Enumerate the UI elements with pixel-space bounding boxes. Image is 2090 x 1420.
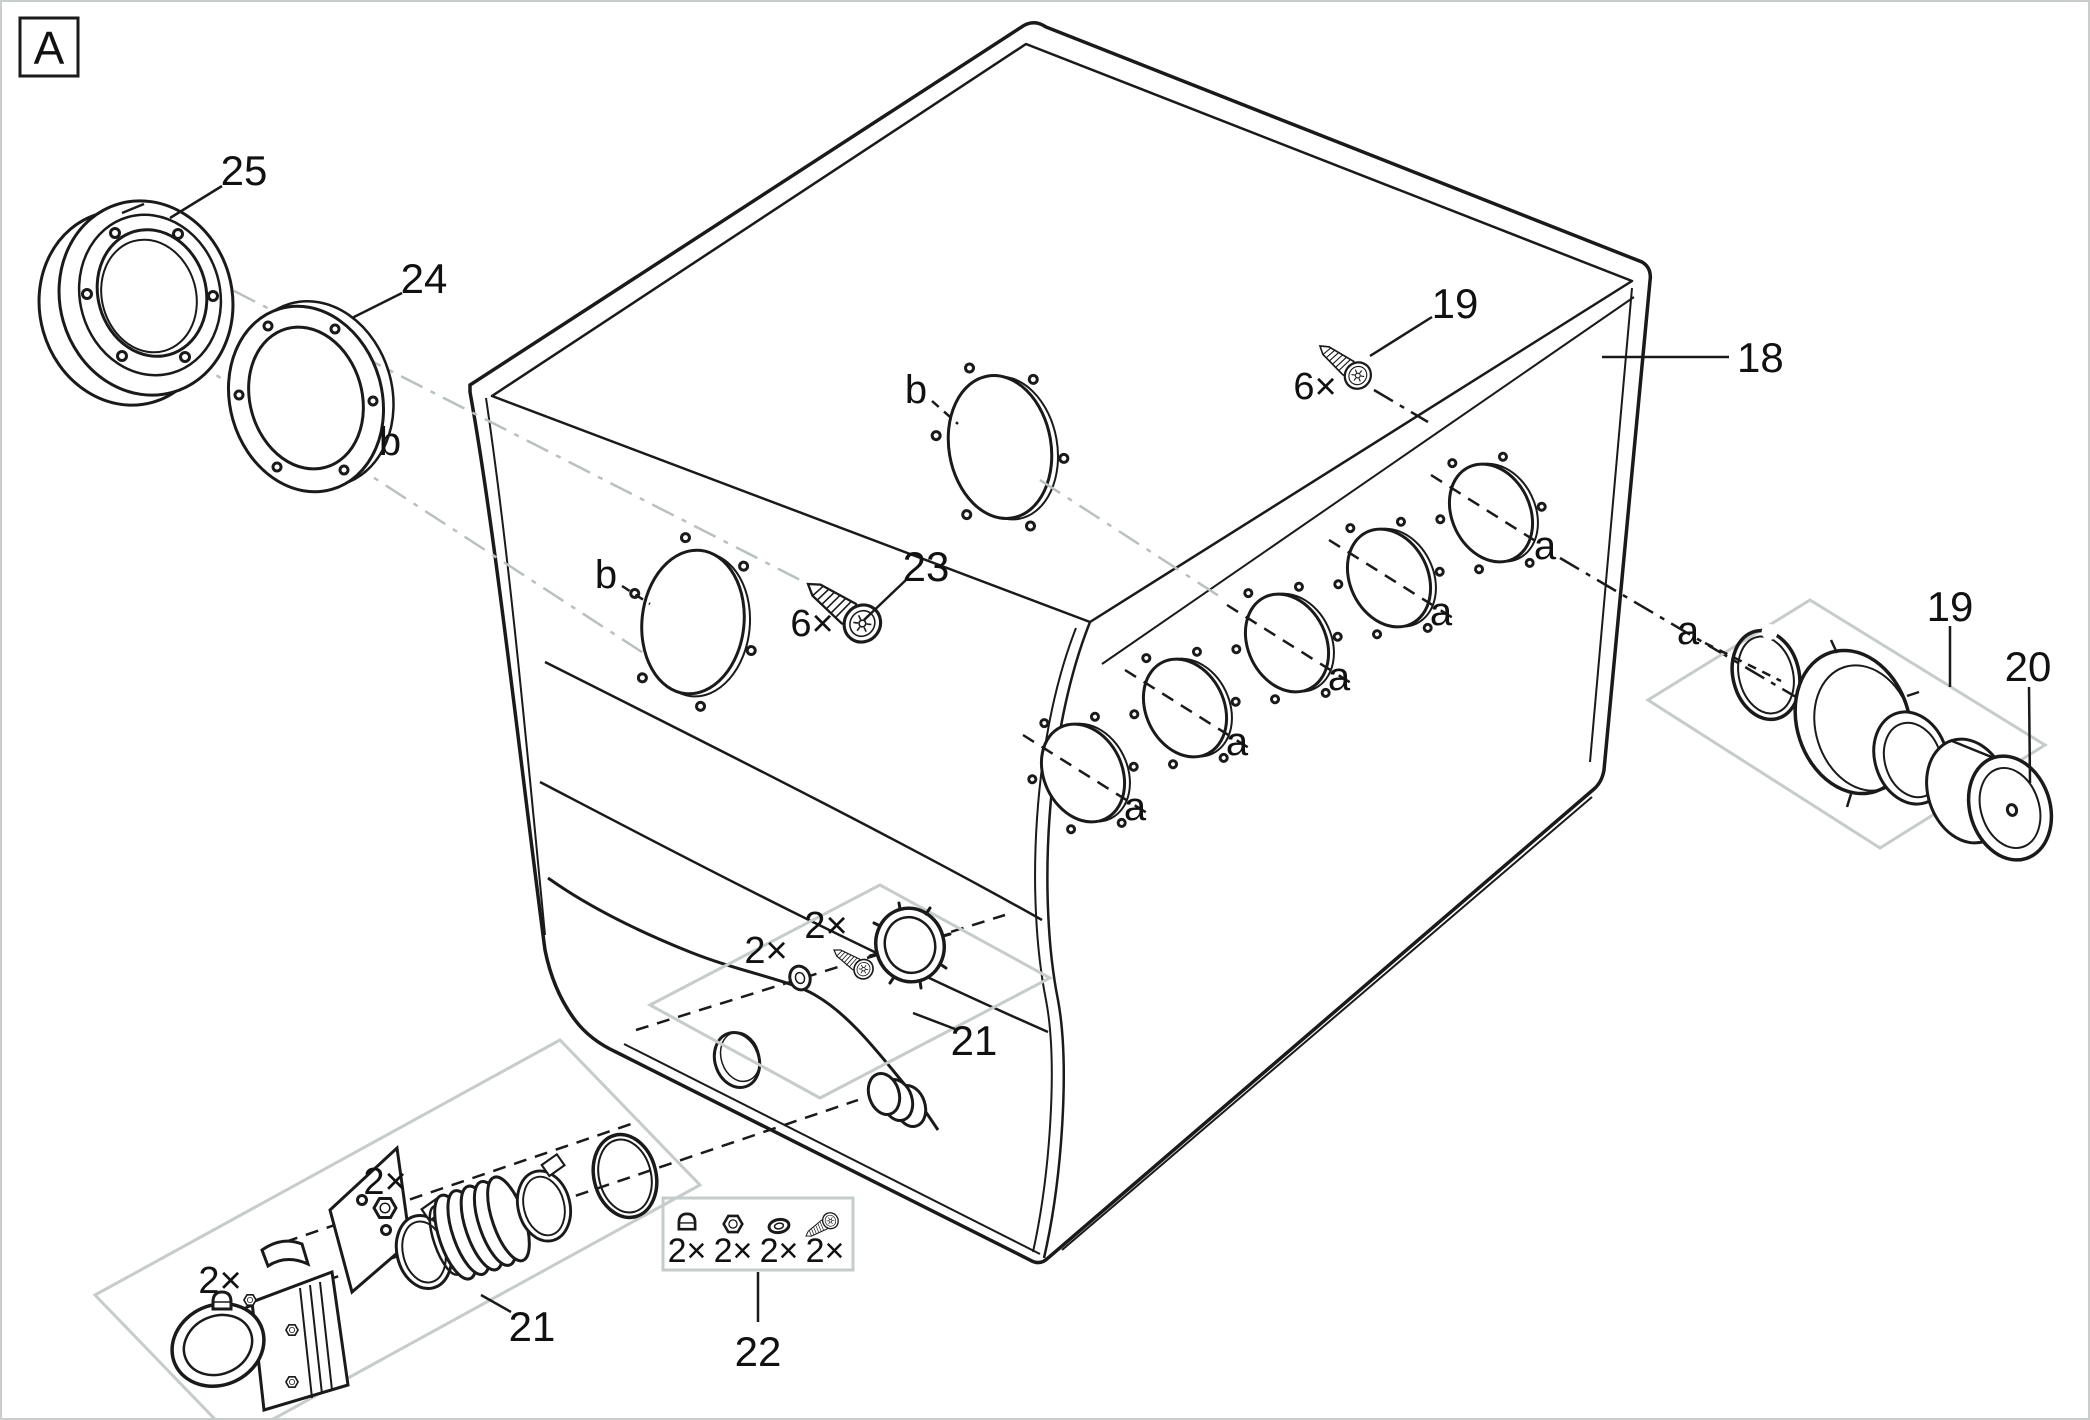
valve-assembly-left — [92, 1038, 703, 1420]
hole-label-a-4: a — [1430, 590, 1453, 634]
inlet-assembly-right — [1645, 598, 2054, 862]
tank-body — [468, 21, 1653, 1265]
qty-washer-center: 2× — [744, 930, 787, 972]
qty-22-screw: 2× — [806, 1232, 845, 1270]
lock-ring-tabs — [868, 901, 952, 990]
callout-19-right: 19 — [1927, 583, 1974, 630]
qty-19: 6× — [1293, 366, 1336, 408]
kit-capnut-icon — [677, 1212, 697, 1231]
leader-lines — [169, 184, 2032, 1322]
part-22-kit-box — [661, 1196, 855, 1272]
tank-outlet-stub — [866, 1071, 928, 1129]
mounting-panel-right — [1645, 598, 2048, 850]
callout-25: 25 — [221, 147, 268, 194]
view-label: A — [34, 22, 65, 74]
hole-label-a-2: a — [1226, 720, 1249, 764]
mounting-panel-center — [646, 883, 1054, 1100]
qty-22-washer: 2× — [760, 1232, 799, 1270]
part-25-screw-holes — [81, 227, 219, 363]
lockring-assembly-center — [646, 883, 1054, 1100]
hole-label-b-top: b — [905, 368, 927, 412]
o-ring-left — [591, 1132, 659, 1220]
hole-label-a-5: a — [1534, 524, 1557, 568]
hole-label-b-gasket: b — [379, 420, 401, 464]
view-label-box: A — [18, 16, 80, 78]
callout-23: 23 — [903, 543, 950, 590]
part-25-flange-ring — [37, 199, 235, 407]
qty-23: 6× — [790, 603, 833, 645]
callout-24: 24 — [401, 255, 448, 302]
part-24-gasket — [226, 299, 395, 494]
part-20-cap — [1925, 737, 2054, 862]
qty-capnut-left: 2× — [198, 1260, 241, 1302]
retaining-ring-a — [1730, 624, 1802, 722]
callout-21-center: 21 — [951, 1017, 998, 1064]
qty-22-capnut: 2× — [668, 1232, 707, 1270]
part-21-lock-ring — [868, 901, 952, 990]
callout-22: 22 — [735, 1328, 782, 1375]
qty-nut-left: 2× — [363, 1161, 406, 1203]
callout-21-left: 21 — [509, 1303, 556, 1350]
kit-hexnut-icon — [722, 1214, 744, 1234]
hole-label-b-left: b — [595, 553, 617, 597]
labels: 25 24 b b b 23 6× 19 6× 18 a a a a a a 1… — [198, 147, 2051, 1375]
hole-label-a-1: a — [1124, 785, 1147, 829]
callout-18: 18 — [1737, 334, 1784, 381]
mounting-panel-left — [92, 1038, 703, 1420]
bellows-hose — [428, 1175, 531, 1281]
qty-22-nut: 2× — [714, 1232, 753, 1270]
hole-label-a-3: a — [1328, 655, 1351, 699]
callout-20: 20 — [2005, 643, 2052, 690]
kit-washer-icon — [767, 1217, 791, 1235]
part-24-screw-holes — [233, 320, 379, 476]
hole-label-a-right: a — [1677, 609, 1700, 653]
callout-19-top: 19 — [1432, 280, 1479, 327]
qty-screw-center: 2× — [804, 905, 847, 947]
